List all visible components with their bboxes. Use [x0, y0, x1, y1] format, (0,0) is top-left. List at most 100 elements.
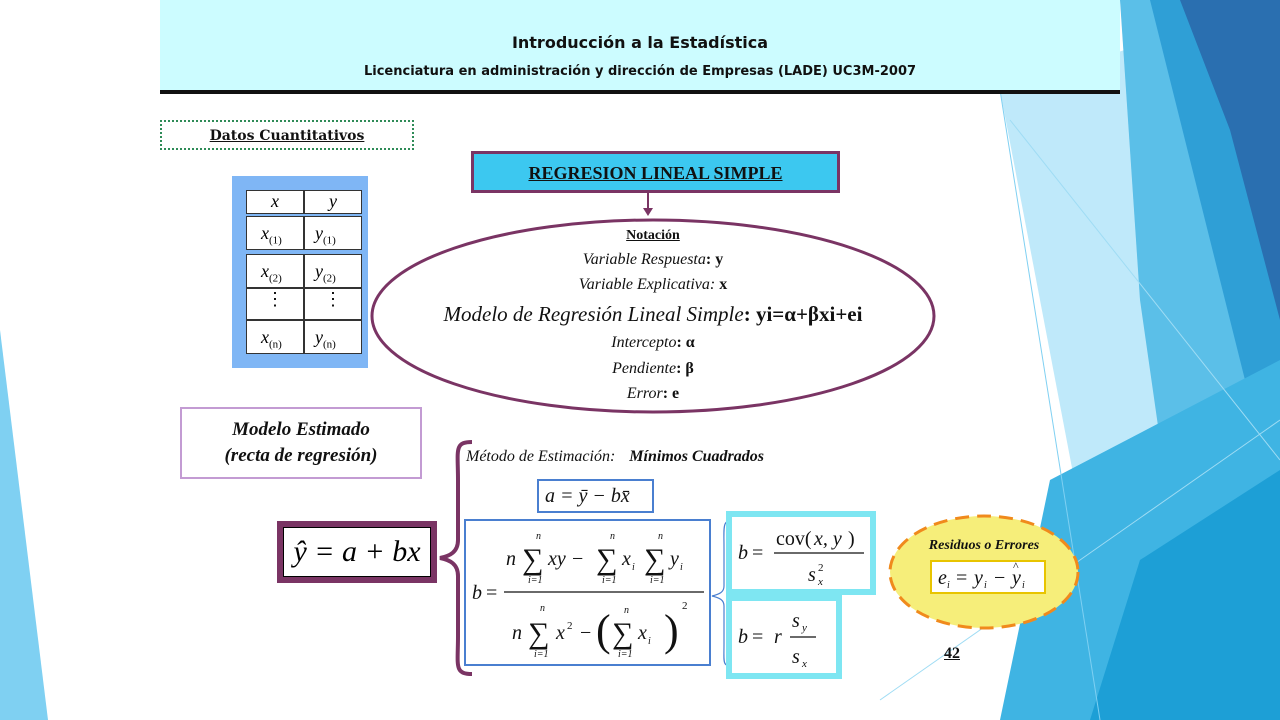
intercept-formula-box: a = ȳ − bx̄: [537, 479, 654, 513]
header-title: Introducción a la Estadística: [511, 33, 769, 52]
svg-text:y: y: [1010, 567, 1021, 589]
estimated-model-line2: (recta de regresión): [224, 445, 378, 466]
svg-text:−: −: [580, 622, 591, 644]
notation-ellipse: Notación Variable Respuesta: y Variable …: [370, 218, 936, 414]
svg-text:=: =: [752, 626, 763, 648]
svg-text:−: −: [994, 567, 1005, 589]
svg-text:): ): [664, 606, 679, 655]
method-label: Método de Estimación:: [466, 448, 616, 465]
slope-cov-formula-box: b = cov( x, y ) s 2 x: [726, 511, 876, 595]
table-cell-xn: x(n): [246, 320, 304, 354]
svg-text:∑: ∑: [612, 617, 633, 650]
table-cell-xdots: ⋮: [246, 288, 304, 320]
svg-text:n: n: [610, 531, 615, 542]
svg-text:n: n: [536, 531, 541, 542]
section-label: Datos Cuantitativos: [160, 120, 414, 150]
svg-text:=: =: [752, 542, 763, 564]
fitted-line-formula: ŷ = a + bx: [283, 527, 431, 577]
svg-text:n: n: [506, 548, 516, 570]
svg-text:n: n: [658, 531, 663, 542]
slope-r-formula: b = r s y s x: [732, 601, 836, 673]
svg-text:b: b: [472, 582, 482, 604]
svg-text:cov(: cov(: [776, 528, 812, 550]
slope-sum-formula-box: b = n n ∑ i=1 xy − n ∑ i=1 x i n ∑ i=1 y…: [464, 519, 711, 666]
svg-text:i=1: i=1: [534, 649, 549, 660]
svg-text:∑: ∑: [522, 543, 543, 576]
residuals-label: Residuos o Errores: [928, 538, 1040, 553]
svg-text:e: e: [938, 567, 947, 589]
svg-text:(: (: [596, 606, 611, 655]
main-title: REGRESION LINEAL SIMPLE: [471, 151, 840, 193]
svg-text:b: b: [738, 542, 748, 564]
svg-text:i: i: [680, 562, 683, 573]
notation-error: Error: e: [626, 385, 680, 402]
svg-text:2: 2: [818, 562, 824, 574]
svg-text:x, y: x, y: [813, 528, 842, 550]
svg-text:i: i: [947, 580, 950, 591]
svg-text:^: ^: [1013, 562, 1019, 573]
residuals-formula: e i = y i − y ^ i: [938, 559, 1025, 591]
estimation-method: Método de Estimación: Mínimos Cuadrados: [466, 448, 764, 466]
svg-text:i: i: [648, 636, 651, 647]
slope-sum-formula: b = n n ∑ i=1 xy − n ∑ i=1 x i n ∑ i=1 y…: [472, 531, 704, 660]
residuals-formula-box: e i = y i − y ^ i: [930, 559, 1046, 594]
table-cell-y2: y(2): [304, 254, 362, 288]
svg-text:x: x: [621, 548, 631, 570]
slope-r-formula-box: b = r s y s x: [726, 595, 842, 679]
svg-text:i=1: i=1: [602, 575, 617, 586]
data-table: x y x(1) y(1) x(2) y(2) ⋮ ⋮ x(n) y(n): [232, 176, 368, 368]
notation-heading: Notación: [626, 228, 680, 243]
bracket-icon: [711, 519, 735, 667]
page-number: 42: [944, 645, 960, 662]
svg-text:i=1: i=1: [650, 575, 665, 586]
table-cell-yn: y(n): [304, 320, 362, 354]
svg-text:y: y: [801, 622, 807, 634]
svg-text:∑: ∑: [528, 617, 549, 650]
svg-text:i: i: [632, 562, 635, 573]
svg-text:i: i: [1022, 580, 1025, 591]
svg-text:∑: ∑: [644, 543, 665, 576]
svg-text:n: n: [624, 605, 629, 616]
svg-text:s: s: [808, 564, 816, 586]
notation-slope: Pendiente: β: [612, 360, 694, 377]
table-cell-ydots: ⋮: [304, 288, 362, 320]
svg-text:x: x: [637, 622, 647, 644]
table-cell-y1: y(1): [304, 216, 362, 250]
slope-cov-formula: b = cov( x, y ) s 2 x: [732, 517, 870, 589]
notation-intercept: Intercepto: α: [611, 334, 695, 351]
svg-text:y: y: [972, 567, 983, 589]
svg-text:r: r: [774, 626, 782, 648]
svg-text:i=1: i=1: [618, 649, 633, 660]
brace-icon: [439, 440, 473, 676]
table-cell-x1: x(1): [246, 216, 304, 250]
svg-text:s: s: [792, 646, 800, 668]
down-arrow-icon: [643, 192, 653, 216]
svg-text:n: n: [512, 622, 522, 644]
table-cell-x2: x(2): [246, 254, 304, 288]
svg-text:y: y: [668, 548, 679, 570]
svg-text:i: i: [984, 580, 987, 591]
svg-text:i=1: i=1: [528, 575, 543, 586]
intercept-formula: a = ȳ − bx̄: [545, 485, 630, 507]
notation-response: Variable Respuesta: y: [582, 251, 724, 268]
svg-text:n: n: [540, 603, 545, 614]
svg-text:s: s: [792, 610, 800, 632]
svg-text:=: =: [956, 567, 967, 589]
fitted-line-box: ŷ = a + bx: [277, 521, 437, 583]
svg-text:xy: xy: [547, 548, 566, 570]
header-subtitle: Licenciatura en administración y direcci…: [363, 64, 917, 79]
table-header-x: x: [246, 190, 304, 214]
notation-explanatory: Variable Explicativa: x: [578, 276, 728, 293]
notation-model: Modelo de Regresión Lineal Simple: yi=α+…: [443, 302, 863, 326]
slide-header: Introducción a la Estadística Licenciatu…: [160, 0, 1120, 94]
estimated-model-box: Modelo Estimado (recta de regresión): [180, 407, 422, 479]
svg-text:x: x: [555, 622, 565, 644]
svg-text:): ): [848, 528, 855, 550]
svg-text:−: −: [572, 548, 583, 570]
residuals-ellipse: Residuos o Errores e i = y i − y ^ i: [886, 512, 1082, 632]
table-header-y: y: [304, 190, 362, 214]
estimated-model-line1: Modelo Estimado: [232, 419, 370, 440]
method-value: Mínimos Cuadrados: [629, 448, 765, 465]
svg-text:x: x: [801, 658, 807, 670]
